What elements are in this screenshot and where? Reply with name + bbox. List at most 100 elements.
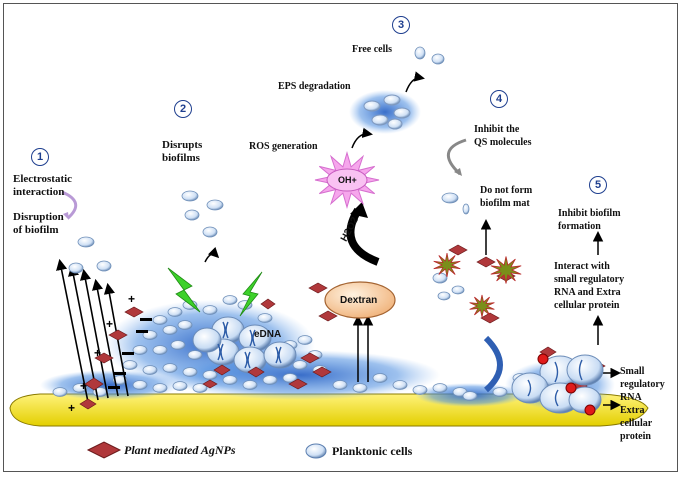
lightning-icon — [167, 267, 263, 317]
cell — [392, 380, 408, 390]
cell — [372, 373, 388, 383]
cell — [297, 335, 313, 345]
inhibit-arrow — [483, 335, 503, 393]
cell — [262, 375, 278, 385]
cell — [52, 387, 68, 397]
cell — [492, 387, 508, 397]
agnp-particle — [260, 298, 276, 310]
cell — [142, 365, 158, 375]
legend-agnp-label: Plant mediated AgNPs — [124, 443, 236, 457]
diagram-border — [3, 3, 678, 472]
agnp-particle — [300, 352, 320, 364]
qs-arrow — [447, 138, 467, 176]
label-free-cells: Free cells — [352, 44, 393, 55]
charge-symbols: + + + + + — [68, 292, 152, 415]
cell — [432, 272, 448, 284]
cell — [222, 295, 238, 305]
cell — [432, 383, 448, 393]
cell — [72, 383, 88, 393]
cell — [192, 383, 208, 393]
legend-agnp-icon — [86, 441, 122, 459]
step-3-marker: 3 — [392, 16, 410, 34]
step-1-marker: 1 — [31, 148, 49, 166]
eps-cluster — [349, 90, 421, 134]
agnp-particle — [318, 310, 338, 322]
agnp-particle — [448, 244, 468, 256]
cell — [167, 307, 183, 317]
process-arrows — [204, 71, 621, 411]
cell — [122, 360, 138, 370]
agnp-particle — [312, 366, 332, 378]
agnp-particle — [84, 377, 104, 391]
legend-planktonic-label: Planktonic cells — [332, 444, 413, 458]
cell — [437, 291, 451, 301]
edna-cluster — [192, 316, 297, 374]
cell — [132, 380, 148, 390]
h2o2-arrow — [346, 207, 380, 266]
cell — [172, 381, 188, 391]
cell — [96, 260, 112, 272]
agnp-particle — [247, 366, 265, 378]
cell — [352, 383, 368, 393]
cell — [451, 285, 465, 295]
label-ohplus: OH+ — [338, 175, 357, 185]
cell — [152, 383, 168, 393]
ros-burst-icon — [314, 151, 380, 209]
cell — [184, 209, 200, 221]
step-2-marker: 2 — [174, 100, 192, 118]
agnp-particle — [213, 364, 231, 376]
cell — [257, 313, 273, 323]
legend-cell-icon — [305, 443, 327, 459]
cell — [77, 236, 95, 248]
cell — [462, 203, 470, 215]
svg-text:+: + — [68, 401, 75, 415]
cell — [132, 345, 148, 355]
disruption-arrow — [61, 190, 78, 220]
cell — [242, 380, 258, 390]
agnp-particle — [480, 312, 500, 324]
cell — [412, 385, 428, 395]
svg-text:+: + — [128, 292, 135, 306]
agnp-particle — [108, 329, 128, 341]
cell — [162, 325, 178, 335]
cell — [202, 226, 218, 238]
cell — [414, 46, 426, 60]
cell — [332, 380, 348, 390]
agnp-particle — [308, 282, 328, 294]
agnp-particle — [94, 352, 114, 364]
cell — [441, 192, 459, 204]
cell — [152, 315, 168, 325]
agnp-particle — [476, 256, 496, 268]
svg-text:+: + — [80, 379, 87, 393]
cell — [182, 367, 198, 377]
cell — [177, 320, 193, 330]
cell — [152, 345, 168, 355]
cell — [206, 199, 224, 211]
cell — [170, 340, 186, 350]
svg-text:+: + — [106, 317, 113, 331]
cell — [292, 360, 308, 370]
cell — [282, 373, 298, 383]
cell — [68, 262, 84, 274]
agnp-particle — [79, 398, 97, 410]
label-ros-generation: ROS generation — [249, 141, 318, 152]
regulatory-cells — [511, 353, 604, 416]
label-dextran: Dextran — [340, 295, 378, 306]
agnp-particle — [202, 379, 218, 389]
cell — [202, 305, 218, 315]
cell — [112, 375, 128, 385]
label-edna: eDNA — [254, 329, 282, 340]
cell — [462, 391, 478, 401]
label-eps-degradation: EPS degradation — [278, 81, 351, 92]
cell — [181, 190, 199, 202]
